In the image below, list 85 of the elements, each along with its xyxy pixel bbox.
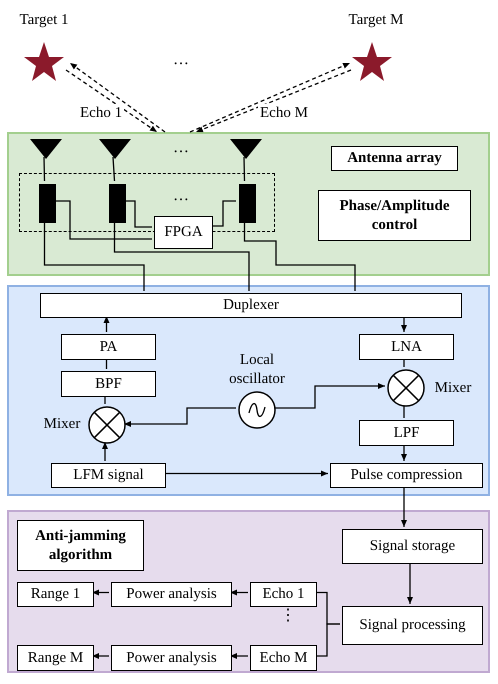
box-label: Echo 1 xyxy=(262,585,305,604)
ellipsis-dots: … xyxy=(172,186,190,206)
box-label: Signal processing xyxy=(359,616,466,635)
node-label: Mixer xyxy=(42,415,82,434)
connector-line xyxy=(403,405,405,418)
process-box xyxy=(111,645,232,671)
process-box xyxy=(51,463,166,488)
arrow xyxy=(401,316,407,332)
process-box xyxy=(61,334,156,360)
box-label: FPGA xyxy=(164,223,203,242)
arrow xyxy=(66,69,158,133)
arrow xyxy=(401,444,407,461)
connector-line xyxy=(43,156,46,182)
arrow xyxy=(407,562,413,604)
node-label: Target 1 xyxy=(18,11,70,30)
antenna-symbol xyxy=(30,139,62,159)
process-box xyxy=(17,645,94,671)
box-label: LFM signal xyxy=(73,466,144,485)
box-label: Range 1 xyxy=(30,585,80,604)
connector-line xyxy=(211,200,236,227)
box-label: Echo M xyxy=(260,648,308,668)
box-label: Range M xyxy=(28,648,84,668)
connector-line xyxy=(112,156,116,182)
antenna-symbol xyxy=(230,139,262,159)
box-label: LNA xyxy=(391,338,422,356)
ellipsis-dots: ⋮ xyxy=(280,606,296,626)
connector-line xyxy=(123,200,152,228)
connector-line xyxy=(44,220,145,291)
box-label: Power analysis xyxy=(126,648,217,668)
phase-shifter-block xyxy=(239,184,256,223)
phase-shifter-block xyxy=(109,184,126,223)
arrow xyxy=(164,470,328,476)
process-box xyxy=(359,334,454,360)
process-box xyxy=(342,606,483,645)
process-box xyxy=(250,582,317,607)
node-label: Target M xyxy=(348,11,404,30)
ellipsis-dots: … xyxy=(172,50,190,70)
process-box xyxy=(331,146,458,171)
phase-shifter-block xyxy=(39,184,56,223)
box-label: Signal storage xyxy=(370,537,456,556)
box-label: Phase/Amplitude control xyxy=(338,196,450,234)
section-panel xyxy=(7,510,490,673)
connector-line xyxy=(53,200,152,240)
process-box xyxy=(111,582,232,607)
connector-line xyxy=(403,358,405,367)
connector-line xyxy=(243,156,246,182)
connector-line xyxy=(104,395,106,404)
box-label: Anti-jamming algorithm xyxy=(34,526,127,564)
ellipsis-dots: … xyxy=(172,138,190,158)
process-box xyxy=(250,645,317,671)
arrow xyxy=(274,383,385,409)
node-label: Mixer xyxy=(434,379,472,398)
box-label: Duplexer xyxy=(223,296,279,315)
section-panel xyxy=(7,132,490,276)
box-label: Pulse compression xyxy=(350,466,463,485)
arrow xyxy=(92,590,109,596)
box-label: Antenna array xyxy=(347,149,442,168)
process-box xyxy=(154,216,213,249)
arrow xyxy=(230,590,248,596)
process-box xyxy=(342,529,483,564)
process-box xyxy=(17,520,144,571)
connector-line xyxy=(106,358,108,369)
connector-line xyxy=(244,220,356,291)
section-panel xyxy=(7,285,490,496)
process-box xyxy=(318,190,471,241)
box-label: BPF xyxy=(95,374,122,394)
arrow xyxy=(70,62,166,133)
connector-line xyxy=(114,220,250,291)
arrow xyxy=(230,653,248,659)
process-box xyxy=(330,463,483,488)
process-box xyxy=(17,582,94,607)
connector-line xyxy=(315,623,340,657)
arrow xyxy=(104,316,110,332)
arrow xyxy=(124,407,236,427)
process-box xyxy=(40,293,462,318)
node-label: Local oscillator xyxy=(228,351,286,388)
box-label: LPF xyxy=(394,424,420,442)
arrow xyxy=(92,653,109,659)
box-label: PA xyxy=(100,338,118,356)
process-box xyxy=(359,420,454,446)
process-box xyxy=(61,371,156,397)
antenna-symbol xyxy=(99,139,131,159)
box-label: Power analysis xyxy=(126,585,217,604)
arrow xyxy=(102,442,108,461)
arrow xyxy=(401,486,407,527)
